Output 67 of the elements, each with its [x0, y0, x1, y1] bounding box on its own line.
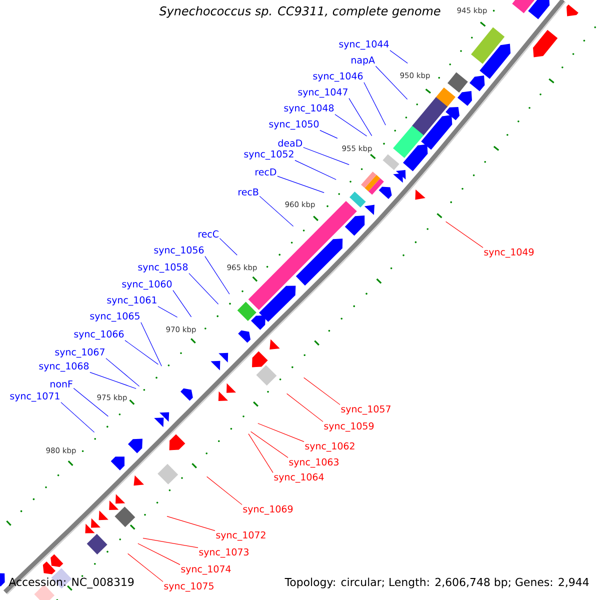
gene-label: sync_1058 [138, 263, 188, 273]
leader-line [390, 50, 408, 64]
leader-line [142, 538, 198, 548]
gene-label: sync_1069 [243, 505, 293, 515]
leader-line [172, 290, 192, 318]
leader-line [90, 372, 136, 389]
leader-line [140, 322, 162, 366]
leader-line [166, 516, 216, 531]
gene-label: sync_1065 [90, 312, 140, 322]
leader-line [248, 434, 274, 473]
gene-label: sync_1071 [10, 392, 60, 402]
leader-line [277, 176, 324, 193]
gene-label: sync_1066 [74, 330, 124, 340]
gene-label: sync_1044 [339, 40, 389, 50]
gene-label: nonF [50, 380, 72, 388]
leader-line [219, 238, 238, 256]
leader-line [320, 130, 338, 139]
gene-label: sync_1068 [39, 362, 89, 372]
leader-line [303, 147, 350, 165]
gene-label: sync_1050 [269, 120, 319, 130]
leader-line [73, 388, 108, 417]
leader-line [348, 98, 372, 136]
leader-line [286, 393, 324, 422]
leader-line [304, 377, 340, 405]
gene-label: sync_1074 [181, 565, 231, 575]
gene-label: sync_1062 [305, 442, 354, 452]
gene-label: sync_1073 [199, 548, 248, 558]
leader-line [158, 306, 178, 318]
gene-label: recB [238, 188, 258, 196]
gene-label: sync_1057 [341, 405, 390, 415]
leader-line [259, 196, 294, 227]
leader-line [204, 256, 230, 294]
gene-label: sync_1072 [216, 531, 266, 541]
leader-line [106, 358, 140, 387]
gene-label: sync_1060 [122, 280, 172, 290]
gene-label: sync_1047 [298, 88, 348, 98]
gene-label: napA [352, 56, 375, 66]
leader-line [364, 82, 386, 126]
leader-line [375, 66, 408, 100]
gene-label: recD [256, 168, 276, 176]
gene-label: sync_1067 [55, 348, 104, 358]
accession-text: Accession: NC_008319 [8, 578, 134, 588]
leader-line [206, 476, 242, 505]
leader-line [60, 402, 95, 433]
leader-line [446, 221, 484, 248]
leader-line [124, 340, 158, 365]
leader-line [334, 114, 368, 136]
leader-line [188, 273, 219, 304]
gene-label: sync_1063 [289, 458, 338, 468]
leader-line [128, 553, 164, 582]
leader-line [258, 423, 304, 442]
leader-line [138, 543, 180, 565]
title: Synechococcus sp. CC9311, complete genome [159, 6, 440, 18]
gene-label: sync_1059 [324, 422, 374, 432]
leader-line [250, 431, 288, 458]
gene-label: sync_1061 [107, 296, 156, 306]
gene-label: sync_1052 [244, 150, 294, 160]
gene-label: sync_1046 [313, 72, 363, 82]
gene-label: sync_1064 [274, 473, 324, 483]
gene-label: recC [198, 230, 219, 238]
gene-label: deaD [278, 139, 302, 147]
topology-text: Topology: circular; Length: 2,606,748 bp; Genes: 2,944 [284, 578, 589, 588]
gene-label: sync_1056 [154, 246, 204, 256]
gene-label: sync_1049 [484, 248, 534, 258]
leader-line [294, 160, 336, 180]
gene-label: sync_1075 [164, 582, 214, 592]
gene-label: sync_1048 [284, 104, 334, 114]
